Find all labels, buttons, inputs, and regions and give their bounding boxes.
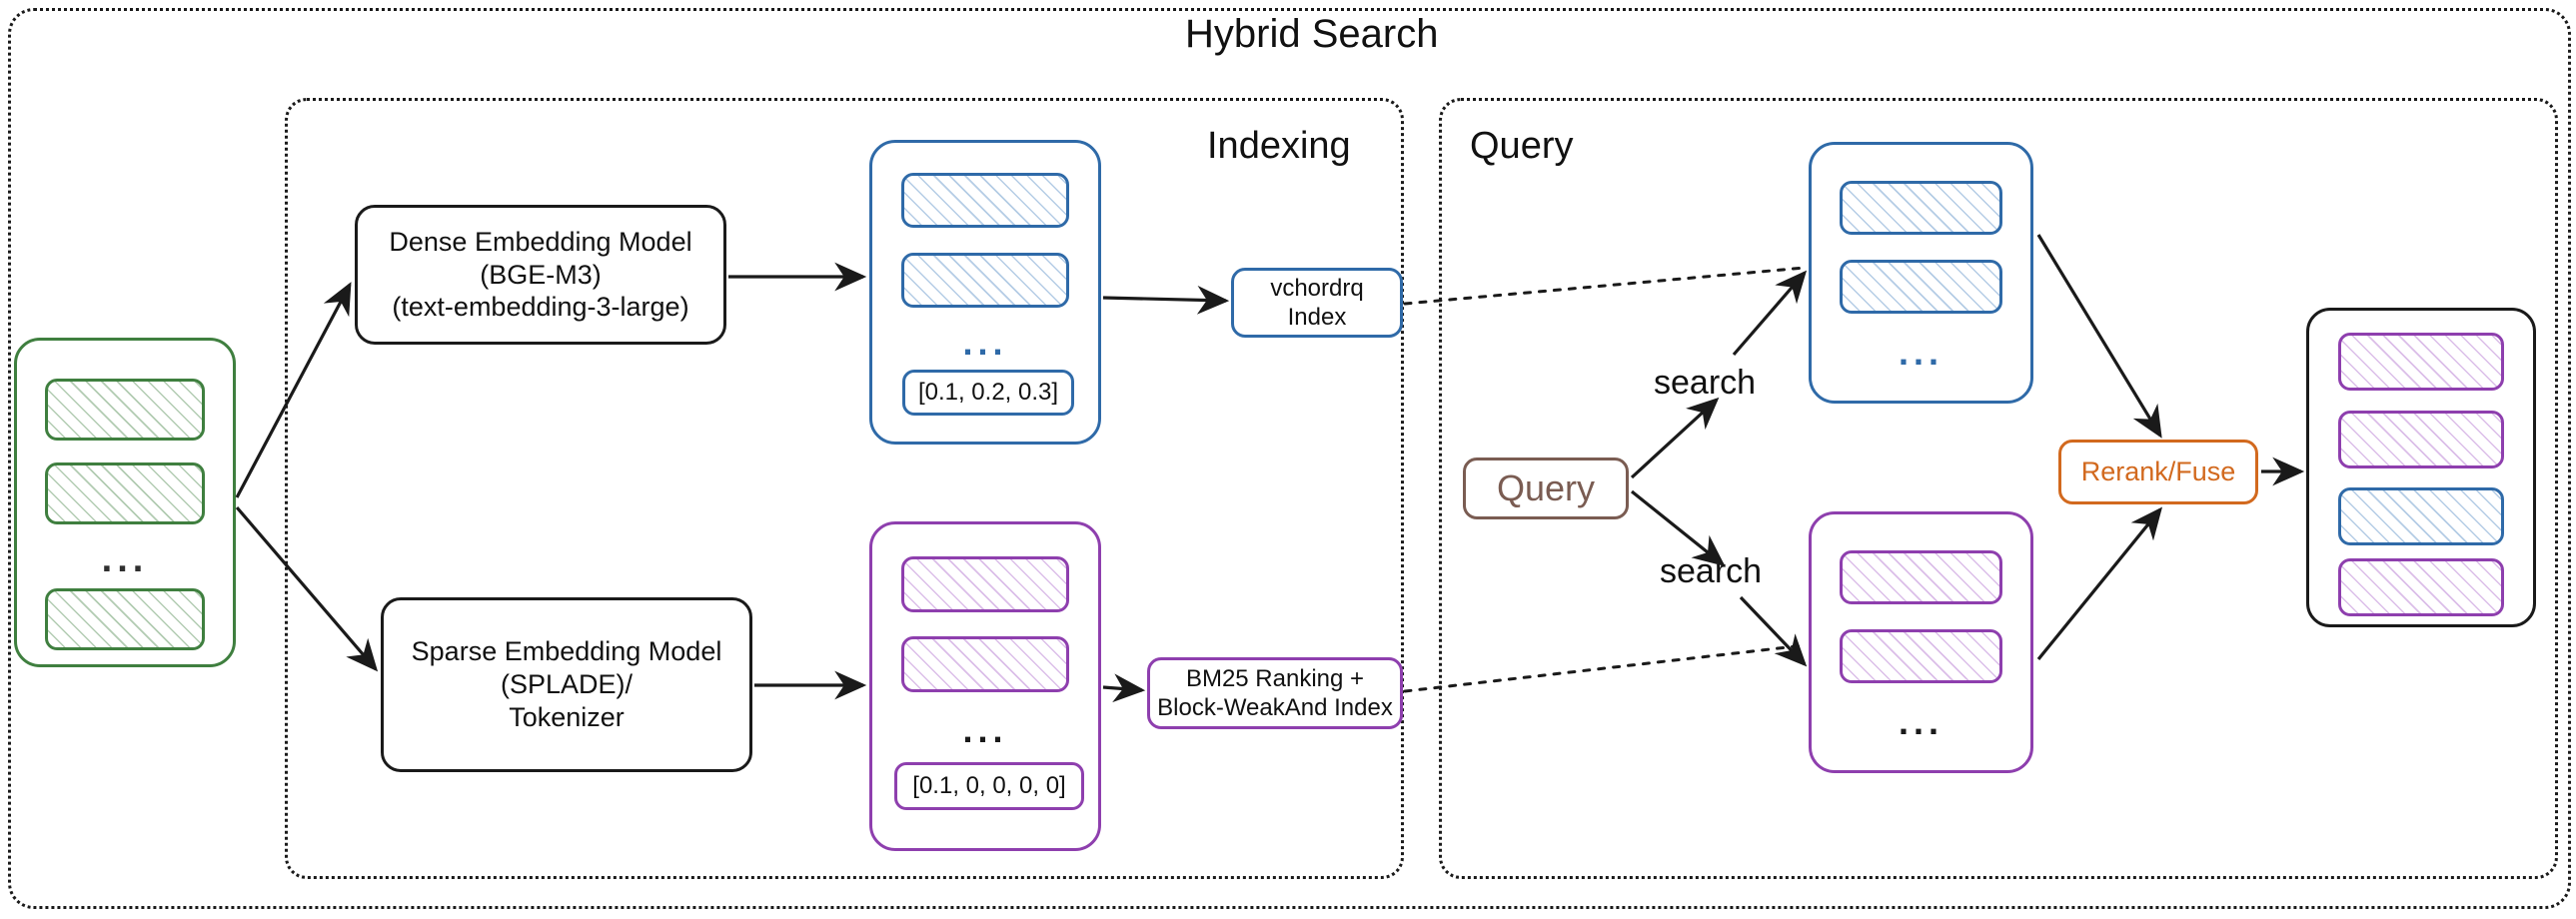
source-doc-item <box>45 588 205 650</box>
search-label-dense: search <box>1654 364 1757 402</box>
sparse-vector-stack: ... [0.1, 0, 0, 0, 0] <box>869 521 1101 851</box>
query-node: Query <box>1463 458 1629 519</box>
bm25-index-line-1: BM25 Ranking + <box>1185 664 1365 692</box>
source-document-stack: ... <box>14 338 236 667</box>
dense-model-line-1: Dense Embedding Model <box>389 226 692 257</box>
sparse-embedding-model-node: Sparse Embedding Model (SPLADE)/ Tokeniz… <box>381 597 752 772</box>
dense-results-ellipsis: ... <box>1898 332 1943 373</box>
rerank-fuse-node: Rerank/Fuse <box>2058 440 2258 504</box>
bm25-index-node: BM25 Ranking + Block-WeakAnd Index <box>1147 657 1403 729</box>
sparse-stack-ellipsis: ... <box>962 709 1008 750</box>
dense-vector-value: [0.1, 0.2, 0.3] <box>902 370 1074 416</box>
hybrid-search-container <box>8 8 2571 909</box>
sparse-vector-item <box>901 556 1069 612</box>
dense-search-results-stack: ... <box>1809 142 2033 404</box>
query-section-label: Query <box>1470 125 1574 167</box>
sparse-results-ellipsis: ... <box>1898 701 1943 742</box>
final-result-item <box>2338 487 2504 545</box>
dense-vector-stack: ... [0.1, 0.2, 0.3] <box>869 140 1101 445</box>
query-node-label: Query <box>1496 467 1596 509</box>
search-label-sparse: search <box>1660 552 1763 590</box>
dense-result-item <box>1840 260 2002 314</box>
dense-vector-item <box>901 173 1069 228</box>
sparse-model-line-2: (SPLADE)/ <box>500 669 634 700</box>
vchordrq-index-line-1: vchordrq <box>1270 274 1364 302</box>
dense-model-line-2: (BGE-M3) <box>480 259 602 290</box>
sparse-model-line-3: Tokenizer <box>509 701 625 732</box>
bm25-index-line-2: Block-WeakAnd Index <box>1157 694 1393 721</box>
sparse-model-line-1: Sparse Embedding Model <box>411 636 722 667</box>
vchordrq-index-line-2: Index <box>1287 304 1347 331</box>
rerank-fuse-label: Rerank/Fuse <box>2080 457 2236 487</box>
sparse-vector-item <box>901 636 1069 692</box>
source-doc-item <box>45 379 205 441</box>
final-result-item <box>2338 411 2504 468</box>
dense-result-item <box>1840 181 2002 235</box>
indexing-section-label: Indexing <box>1207 125 1351 167</box>
page-title: Hybrid Search <box>1185 12 1439 56</box>
dense-model-line-3: (text-embedding-3-large) <box>392 292 689 323</box>
vchordrq-index-node: vchordrq Index <box>1231 268 1403 338</box>
sparse-vector-value: [0.1, 0, 0, 0, 0] <box>894 762 1084 810</box>
dense-embedding-model-node: Dense Embedding Model (BGE-M3) (text-emb… <box>355 205 726 345</box>
dense-stack-ellipsis: ... <box>962 322 1008 363</box>
query-container <box>1439 98 2558 879</box>
sparse-search-results-stack: ... <box>1809 511 2033 773</box>
dense-vector-item <box>901 253 1069 308</box>
source-doc-item <box>45 462 205 524</box>
source-stack-ellipsis: ... <box>101 538 149 580</box>
sparse-result-item <box>1840 629 2002 683</box>
final-results-stack <box>2306 308 2536 627</box>
sparse-result-item <box>1840 550 2002 604</box>
final-result-item <box>2338 333 2504 391</box>
final-result-item <box>2338 558 2504 616</box>
